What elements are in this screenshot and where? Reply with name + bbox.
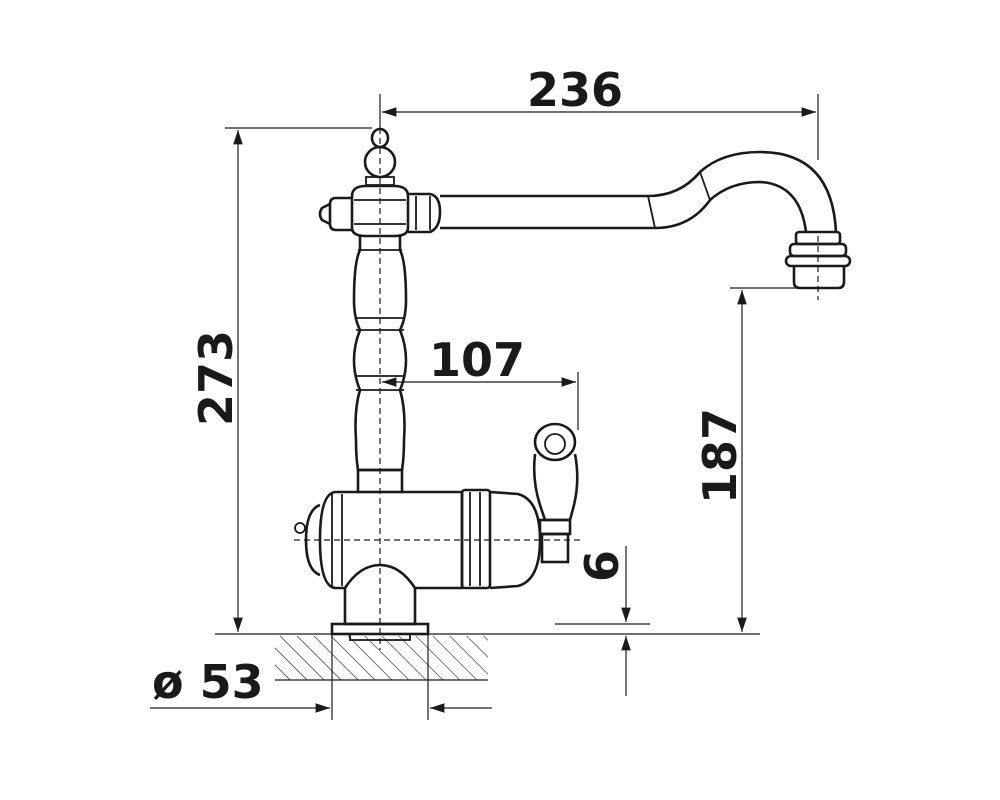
dimension-spout-reach: 107	[382, 333, 579, 430]
label-spout-reach: 107	[429, 333, 525, 387]
dimension-deck-thickness: 6	[575, 546, 631, 696]
dimension-height-total: 273	[189, 127, 372, 632]
label-deck-thickness: 6	[575, 550, 629, 582]
dimension-base-diameter: ø 53	[150, 634, 492, 720]
dimension-spout-height: 187	[693, 287, 840, 632]
dimension-width-total: 236	[379, 63, 819, 160]
countertop	[215, 623, 760, 681]
faucet-outline	[294, 127, 852, 641]
center-lines	[294, 128, 819, 650]
label-spout-height: 187	[693, 408, 747, 504]
label-base-diameter: ø 53	[152, 655, 264, 709]
label-width-total: 236	[527, 63, 623, 117]
label-height-total: 273	[189, 330, 243, 426]
